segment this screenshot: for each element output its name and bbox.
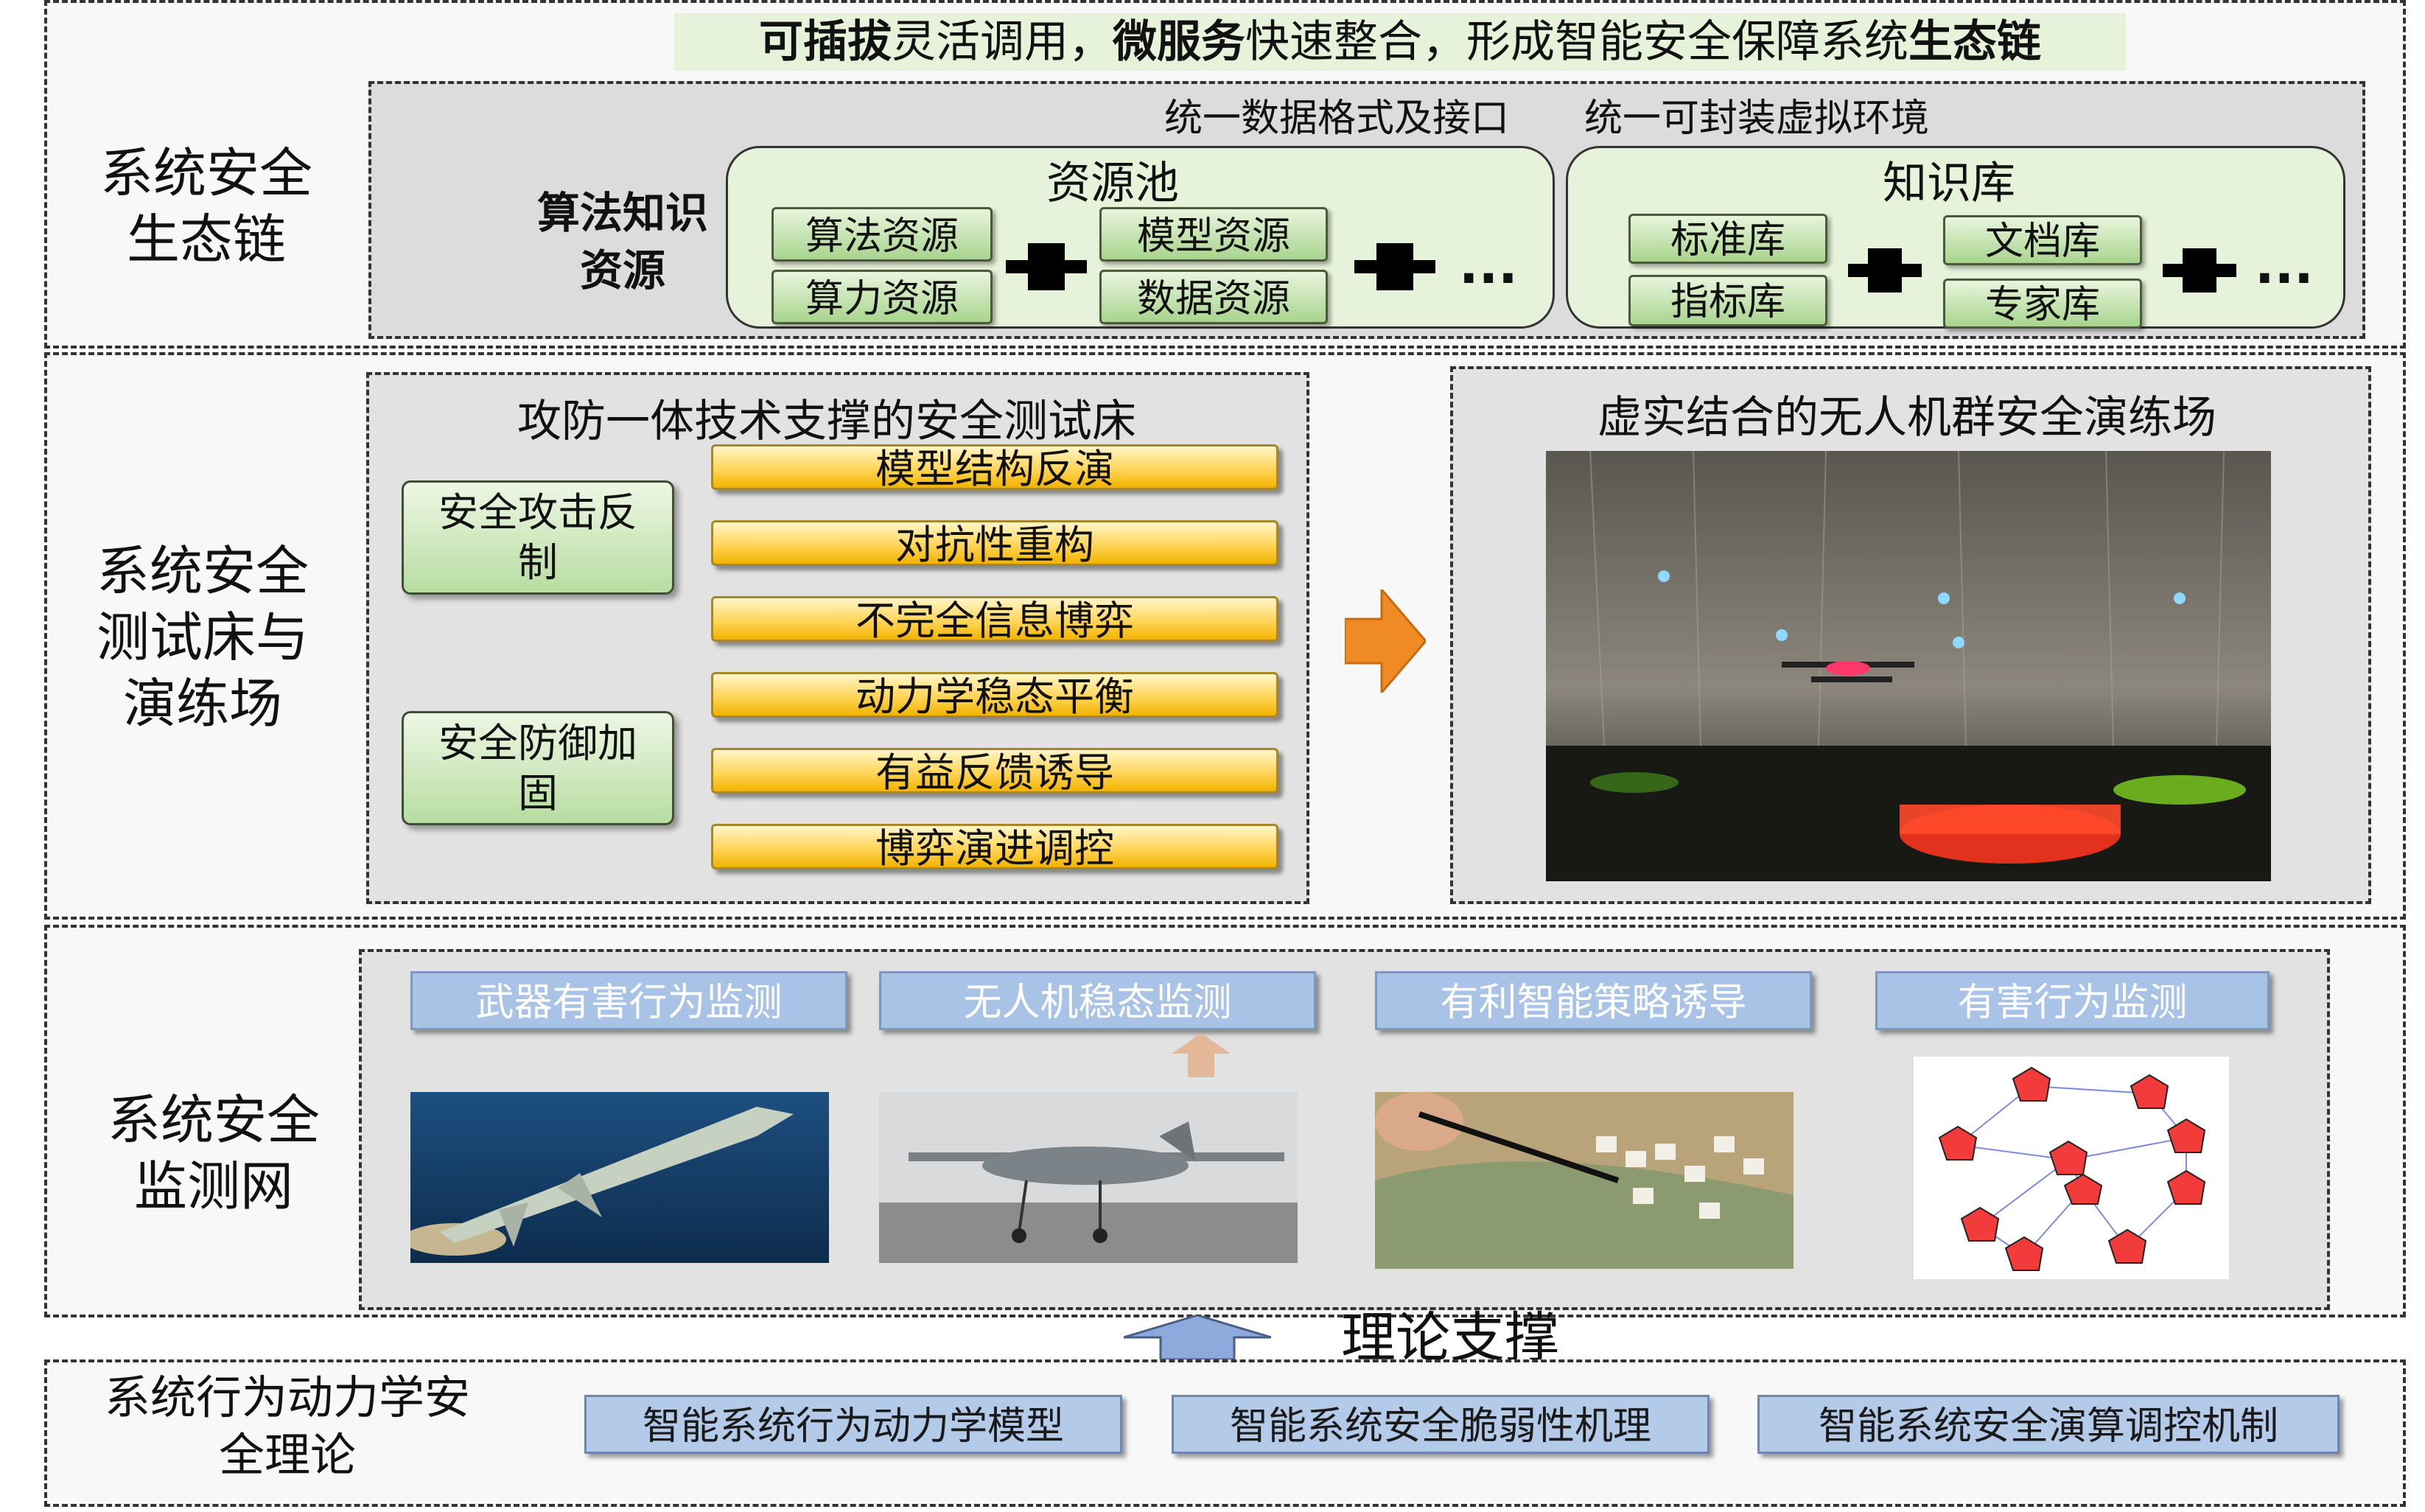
testbed-bar: 模型结构反演: [711, 444, 1278, 492]
theory-item-calculus-control: 智能系统安全演算调控机制: [1757, 1395, 2340, 1454]
defense-hardening-label: 安全防御加 固: [438, 719, 637, 816]
monitor-tag-weapon: 武器有害行为监测: [410, 971, 847, 1030]
attack-countermeasure-label: 安全攻击反 制: [438, 489, 637, 586]
testbed-bar: 对抗性重构: [711, 520, 1278, 568]
theory-support-label: 理论支撑: [1341, 1306, 1559, 1370]
env-label: 统一可封装虚拟环境: [1584, 97, 1930, 141]
knowledge-item-expert: 专家库: [1943, 279, 2142, 329]
right-arrow-icon: [1345, 589, 1426, 693]
missile-photo: [410, 1092, 829, 1263]
format-label: 统一数据格式及接口: [1164, 97, 1510, 141]
drone-arena-photo: [1546, 451, 2271, 881]
support-up-arrow-icon: [1124, 1315, 1271, 1359]
banner-bold-3: 生态链: [1908, 16, 2041, 68]
ellipsis-icon: ...: [2255, 235, 2314, 295]
knowledge-item-index: 指标库: [1628, 275, 1827, 326]
row-label-testbed: 系统安全 测试床与 演练场: [96, 540, 309, 735]
cycle-arrow-icon: [0, 298, 29, 379]
plus-icon: [1376, 243, 1413, 290]
testbed-bar: 博弈演进调控: [711, 824, 1278, 872]
row-label-monitor: 系统安全 监测网: [107, 1089, 320, 1217]
knowledge-item-document: 文档库: [1943, 215, 2142, 265]
wargame-board-photo: [1375, 1092, 1794, 1269]
banner-text-1: 灵活调用，: [892, 16, 1113, 68]
theory-item-vulnerability: 智能系统安全脆弱性机理: [1172, 1395, 1710, 1454]
monitor-tag-strategy-guidance: 有利智能策略诱导: [1375, 971, 1812, 1030]
resource-pool-title: 资源池: [1046, 158, 1179, 209]
testbed-left-title: 攻防一体技术支撑的安全测试床: [517, 396, 1136, 447]
up-arrow-icon: [1172, 1033, 1231, 1077]
plus-icon: [2183, 248, 2216, 293]
plus-icon: [1028, 243, 1065, 290]
resource-item-model: 模型资源: [1099, 207, 1328, 262]
row-label-theory: 系统行为动力学安 全理论: [104, 1371, 470, 1482]
plus-icon: [1868, 248, 1902, 293]
resource-item-compute: 算力资源: [771, 270, 993, 324]
monitor-tag-harmful-behavior: 有害行为监测: [1875, 971, 2270, 1030]
uav-photo: [879, 1092, 1298, 1263]
knowledge-item-standard: 标准库: [1628, 214, 1827, 264]
cycle-arrow-icon: [0, 847, 29, 928]
banner-bold-2: 微服务: [1113, 16, 1245, 68]
row-label-ecochain: 系统安全 生态链: [99, 142, 312, 270]
banner-bold-1: 可插拔: [759, 16, 892, 68]
testbed-right-title: 虚实结合的无人机群安全演练场: [1598, 392, 2216, 444]
ellipsis-icon: ...: [1459, 235, 1518, 295]
testbed-bar: 动力学稳态平衡: [711, 672, 1278, 720]
resource-item-data: 数据资源: [1099, 270, 1328, 324]
knowledge-base-title: 知识库: [1883, 158, 2015, 209]
testbed-bar: 不完全信息博弈: [711, 596, 1278, 644]
monitor-tag-uav-stability: 无人机稳态监测: [879, 971, 1316, 1030]
network-graph: [1914, 1057, 2229, 1279]
algo-knowledge-label: 算法知识 资源: [536, 188, 708, 295]
attack-countermeasure-box: 安全攻击反 制: [402, 480, 674, 595]
theory-item-dynamics-model: 智能系统行为动力学模型: [584, 1395, 1122, 1454]
defense-hardening-box: 安全防御加 固: [402, 711, 674, 825]
banner-text-2: 快速整合，形成智能安全保障系统: [1245, 16, 1908, 68]
top-banner: 可插拔灵活调用，微服务快速整合，形成智能安全保障系统生态链: [674, 13, 2126, 71]
testbed-bar: 有益反馈诱导: [711, 748, 1278, 796]
resource-item-algorithm: 算法资源: [771, 207, 993, 262]
